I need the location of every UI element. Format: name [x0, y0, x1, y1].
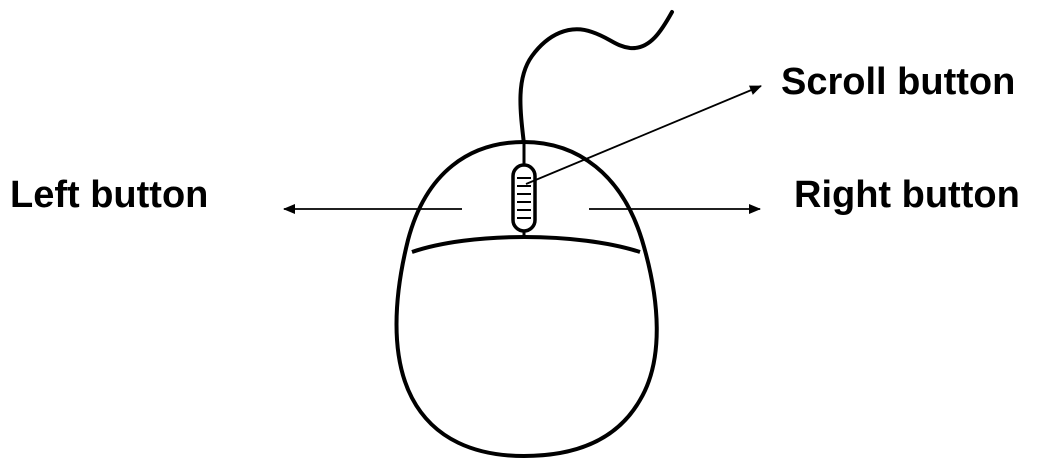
scroll-button-label: Scroll button: [781, 63, 1015, 101]
mouse-cable: [520, 12, 672, 144]
scroll-button-arrow: [526, 86, 761, 184]
right-button-label: Right button: [794, 176, 1020, 214]
scroll-wheel: [513, 165, 535, 231]
left-button-label: Left button: [10, 176, 208, 214]
